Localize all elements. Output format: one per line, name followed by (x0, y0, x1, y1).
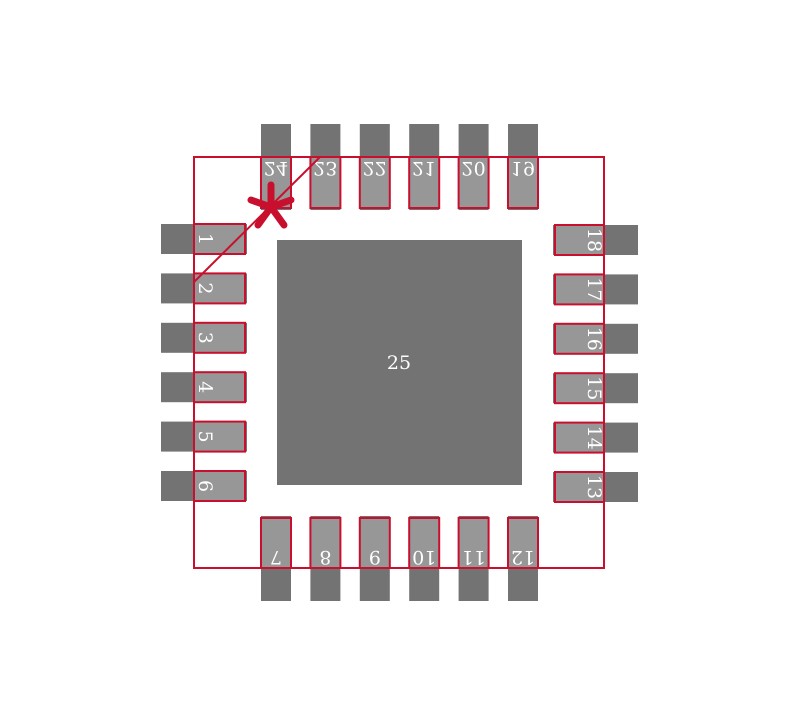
pin-10-label: 10 (412, 546, 436, 568)
body-outline (193, 156, 605, 569)
pin-23-pad-inner (310, 157, 341, 208)
thermal-pad (277, 240, 522, 485)
pin-16-label: 16 (583, 327, 605, 351)
pin-20-pad-inner (458, 157, 489, 208)
pin-19-pad-inner (508, 157, 538, 208)
pads-layer (161, 124, 638, 601)
pin-24-label: 24 (264, 157, 288, 179)
pin-9-label: 9 (369, 546, 381, 568)
pin-14-label: 14 (583, 426, 605, 450)
pin-3-label: 3 (194, 332, 216, 344)
pin-1-label: 1 (194, 233, 216, 245)
pin-3-pad-inner (194, 322, 245, 353)
pin-17-pad-inner (555, 274, 604, 305)
pin-11-pad-inner (458, 518, 489, 568)
pin-14-pad-inner (555, 422, 604, 453)
pin-7-label: 7 (270, 546, 282, 568)
pin-8-pad-inner (310, 518, 341, 568)
pin-13-pad-inner (555, 472, 604, 502)
pin-8-label: 8 (319, 546, 331, 568)
pin-5-label: 5 (194, 431, 216, 443)
pin-4-label: 4 (194, 381, 216, 393)
pin1-asterisk-icon (247, 181, 295, 229)
pin-22-pad-inner (359, 157, 390, 208)
pin-12-label: 12 (511, 546, 535, 568)
pin-10-pad-inner (409, 518, 440, 568)
pin-2-pad-inner (194, 273, 245, 304)
pin-19-label: 19 (511, 157, 535, 179)
pin-20-label: 20 (462, 157, 486, 179)
pin-16-pad-inner (555, 323, 604, 354)
pin-6-pad-inner (194, 471, 245, 501)
pin-6-label: 6 (194, 480, 216, 492)
thermal-pad-label: 25 (387, 352, 411, 374)
pin-9-pad-inner (359, 518, 390, 568)
pin1-chamfer-line (193, 156, 321, 283)
pin-23-label: 23 (313, 157, 337, 179)
pin-2-label: 2 (194, 282, 216, 294)
pin-15-label: 15 (583, 376, 605, 400)
pin-5-pad-inner (194, 421, 245, 452)
pin-13-label: 13 (583, 475, 605, 499)
pin-21-pad-inner (409, 157, 440, 208)
pin-22-label: 22 (363, 157, 387, 179)
pin-4-pad-inner (194, 372, 245, 403)
pin-15-pad-inner (555, 373, 604, 404)
pin-11-label: 11 (462, 546, 486, 568)
pin-18-label: 18 (583, 228, 605, 252)
pin-18-pad-inner (555, 225, 604, 255)
pin-7-pad-inner (261, 518, 291, 568)
pin-21-label: 21 (412, 157, 436, 179)
pin-17-label: 17 (583, 277, 605, 301)
pin-12-pad-inner (508, 518, 538, 568)
